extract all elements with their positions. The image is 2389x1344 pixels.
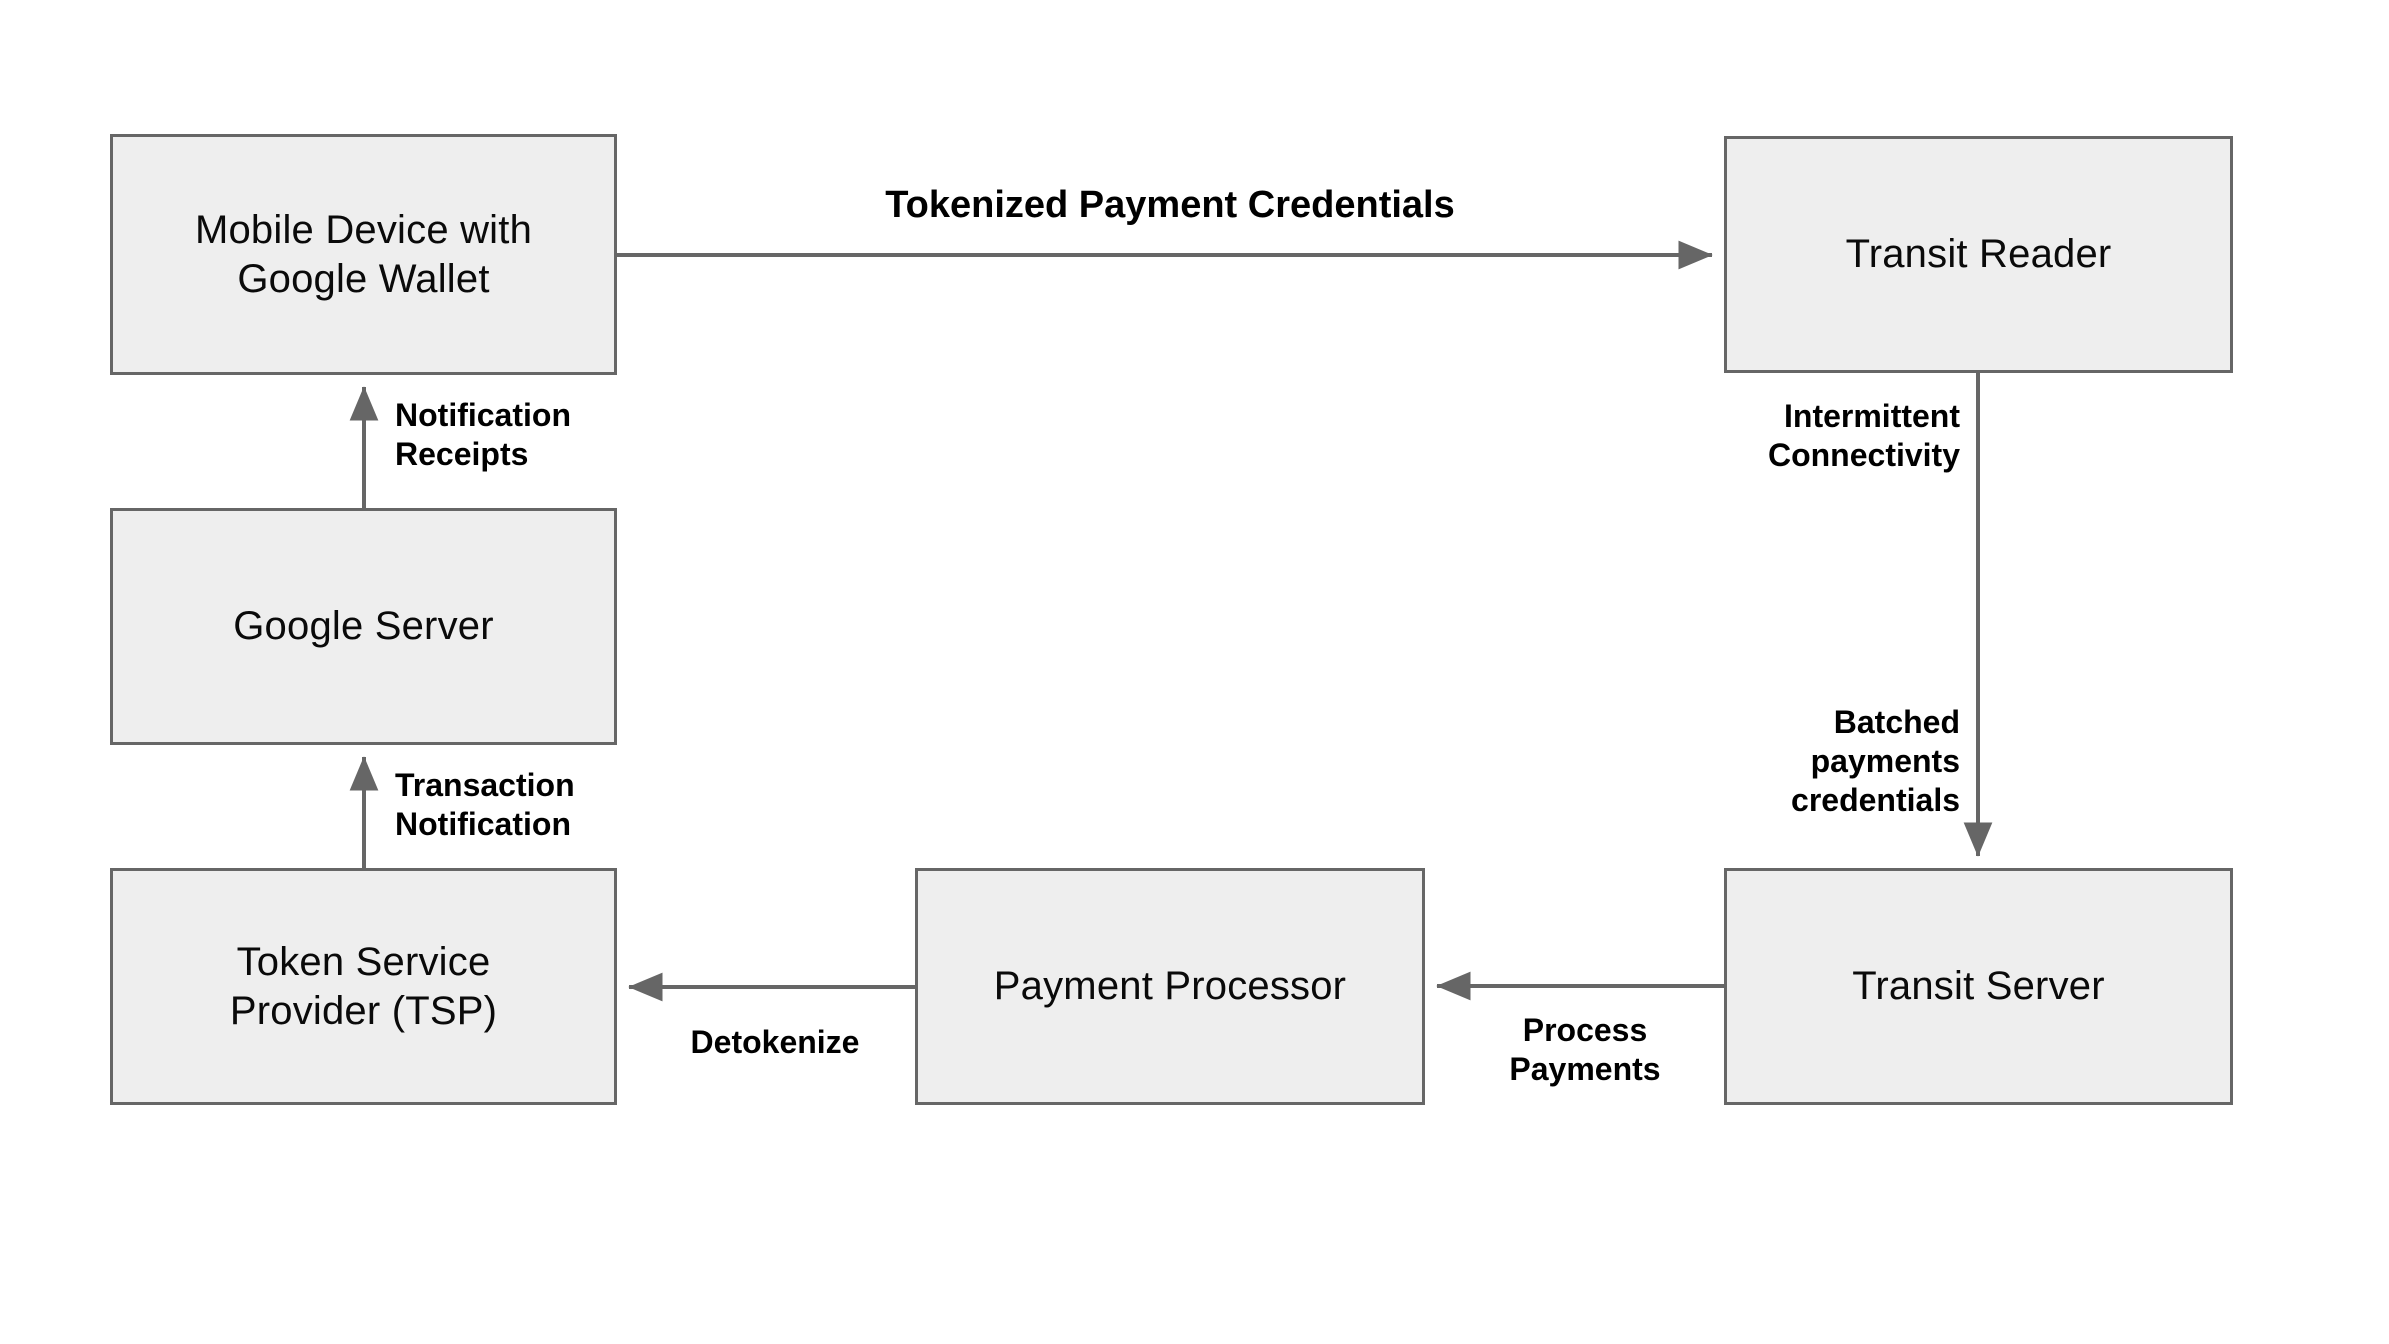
edge-label-detokenize: Detokenize [690, 1024, 860, 1060]
node-transit-reader-label: Transit Reader [1845, 232, 2112, 277]
node-google-server[interactable]: Google Server [110, 508, 617, 745]
node-payment-processor[interactable]: Payment Processor [915, 868, 1425, 1105]
node-transit-server[interactable]: Transit Server [1724, 868, 2233, 1105]
edge-label-notification-receipts: Notification Receipts [395, 397, 571, 473]
edge-label-batched-payments-credentials: Batched payments credentials [1791, 704, 1960, 819]
node-google-server-label: Google Server [233, 604, 494, 649]
node-transit-reader[interactable]: Transit Reader [1724, 136, 2233, 373]
node-transit-server-label: Transit Server [1852, 964, 2105, 1009]
edge-label-intermittent-connectivity: Intermittent Connectivity [1767, 398, 1960, 474]
node-mobile-device[interactable]: Mobile Device with Google Wallet [110, 134, 617, 375]
node-payment-processor-label: Payment Processor [993, 964, 1347, 1009]
edge-label-tokenized-payment-credentials: Tokenized Payment Credentials [885, 184, 1455, 226]
node-token-service-provider[interactable]: Token Service Provider (TSP) [110, 868, 617, 1105]
node-mobile-device-label: Mobile Device with Google Wallet [194, 207, 533, 301]
node-token-service-provider-label: Token Service Provider (TSP) [229, 939, 498, 1033]
edge-label-transaction-notification: Transaction Notification [395, 767, 575, 843]
edge-label-process-payments: Process Payments [1509, 1012, 1661, 1088]
